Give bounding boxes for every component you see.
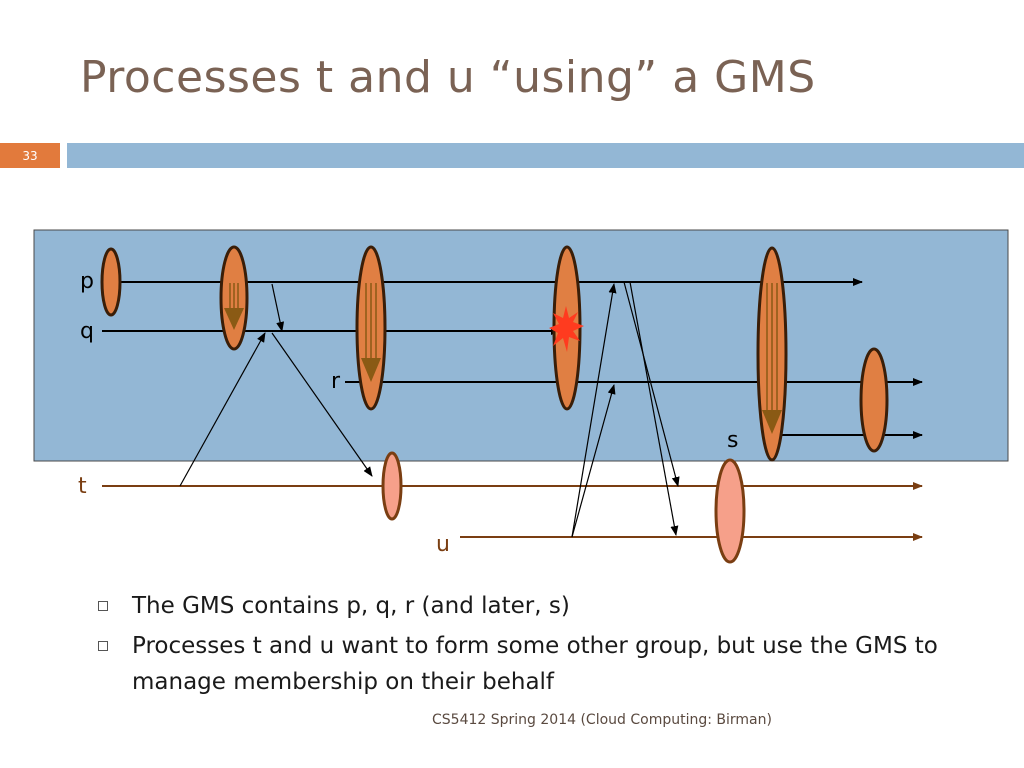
msg-p-to-u	[629, 281, 679, 536]
label-u: u	[436, 532, 450, 557]
gms-panel	[33, 229, 1009, 462]
view-change-arrow-1	[224, 283, 244, 330]
msg-t-to-q	[179, 332, 266, 487]
client-view-ellipse-t	[381, 451, 403, 521]
bullet-text: Processes t and u want to form some othe…	[132, 633, 938, 695]
view-change-arrow-3	[762, 283, 782, 434]
label-s: s	[727, 428, 738, 453]
header-bar	[67, 143, 1024, 168]
label-r: r	[331, 369, 341, 394]
bullet-list: The GMS contains p, q, r (and later, s) …	[96, 588, 996, 704]
crash-icon	[549, 306, 584, 352]
msg-q-to-t	[271, 332, 373, 477]
square-bullet-icon	[98, 641, 108, 651]
slide-title: Processes t and u “using” a GMS	[80, 52, 816, 103]
label-t: t	[78, 474, 87, 499]
msg-u-to-p	[571, 283, 617, 538]
msg-u-to-r	[571, 384, 616, 538]
view-ellipse-6	[859, 347, 889, 453]
view-change-arrow-2	[361, 283, 381, 382]
view-ellipse-1	[100, 247, 122, 317]
client-view-ellipse-tu	[714, 458, 746, 564]
msg-p-to-t	[623, 281, 680, 487]
bullet-item: Processes t and u want to form some othe…	[96, 628, 996, 700]
label-q: q	[80, 319, 94, 344]
bullet-item: The GMS contains p, q, r (and later, s)	[96, 588, 996, 624]
slide-number: 33	[0, 143, 60, 168]
msg-p-to-q	[271, 283, 285, 332]
bullet-text: The GMS contains p, q, r (and later, s)	[132, 593, 570, 619]
label-p: p	[80, 269, 94, 294]
slide-footer: CS5412 Spring 2014 (Cloud Computing: Bir…	[432, 712, 772, 728]
square-bullet-icon	[98, 601, 108, 611]
